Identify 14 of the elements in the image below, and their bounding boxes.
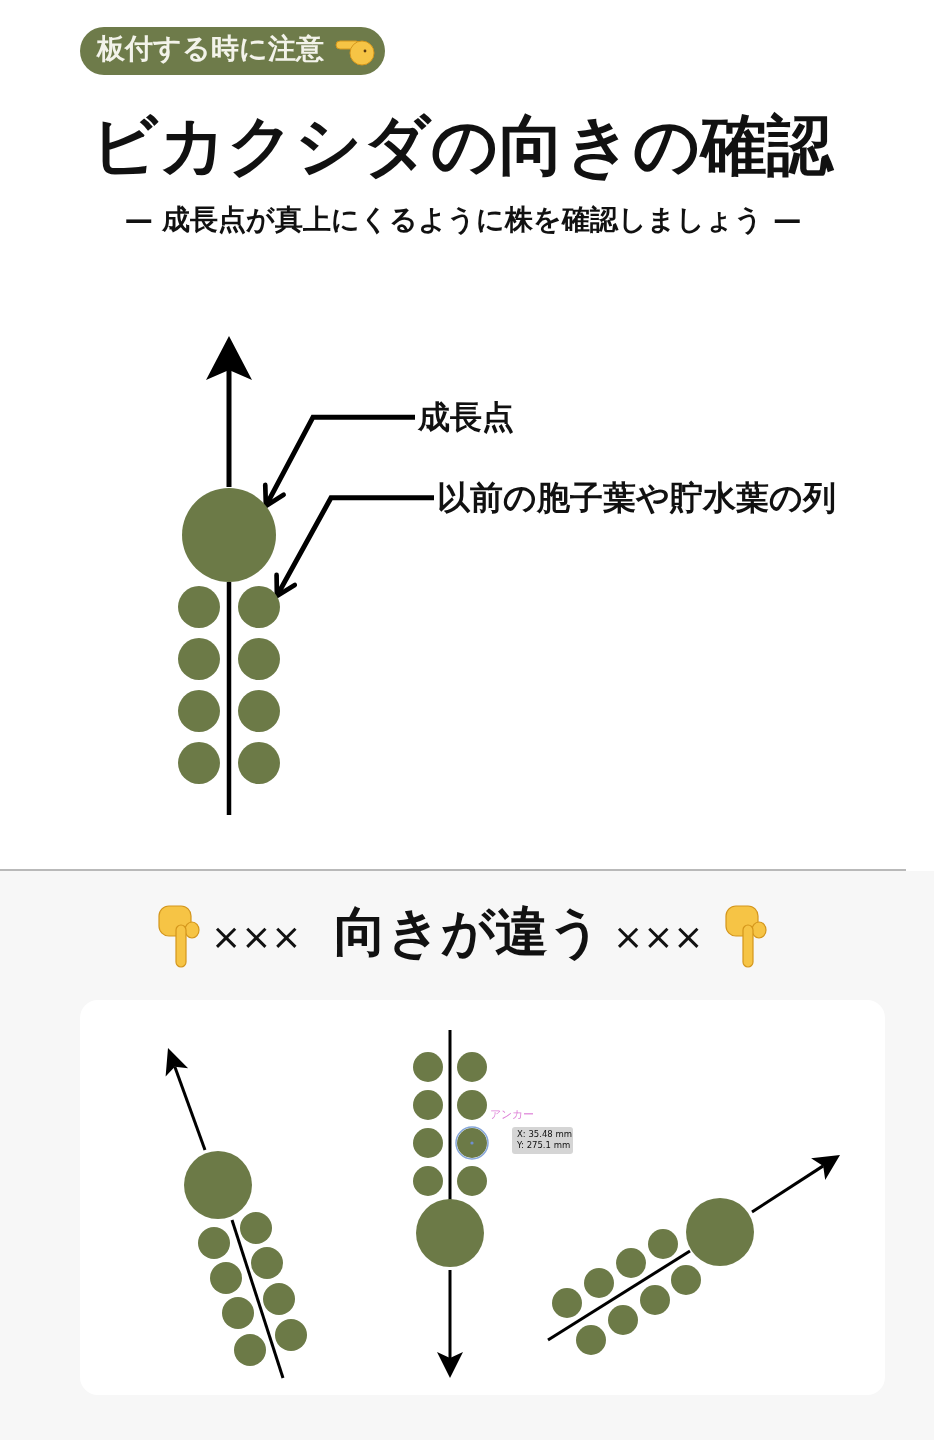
callout-label: 以前の胞子葉や貯水葉の列 (437, 478, 836, 518)
anchor-label: アンカー (490, 1108, 534, 1122)
leaf-circle (238, 586, 280, 628)
cross-marks: ××× (211, 915, 302, 959)
coordinate-text: Y: 275.1 mm (517, 1140, 571, 1151)
callout-label: 成長点 (418, 398, 514, 437)
leader-line (274, 495, 434, 599)
section-heading: 向きが違う (334, 900, 602, 964)
title: ビカクシダの向きの確認 (91, 106, 833, 186)
badge-text: 板付する時に注意 (97, 32, 324, 66)
cross-marks: ××× (613, 915, 704, 959)
leader-line (262, 414, 415, 509)
subtitle: — 成長点が真上にくるように株を確認しましょう — (124, 203, 802, 237)
coordinate-text: X: 35.48 mm (517, 1129, 572, 1140)
